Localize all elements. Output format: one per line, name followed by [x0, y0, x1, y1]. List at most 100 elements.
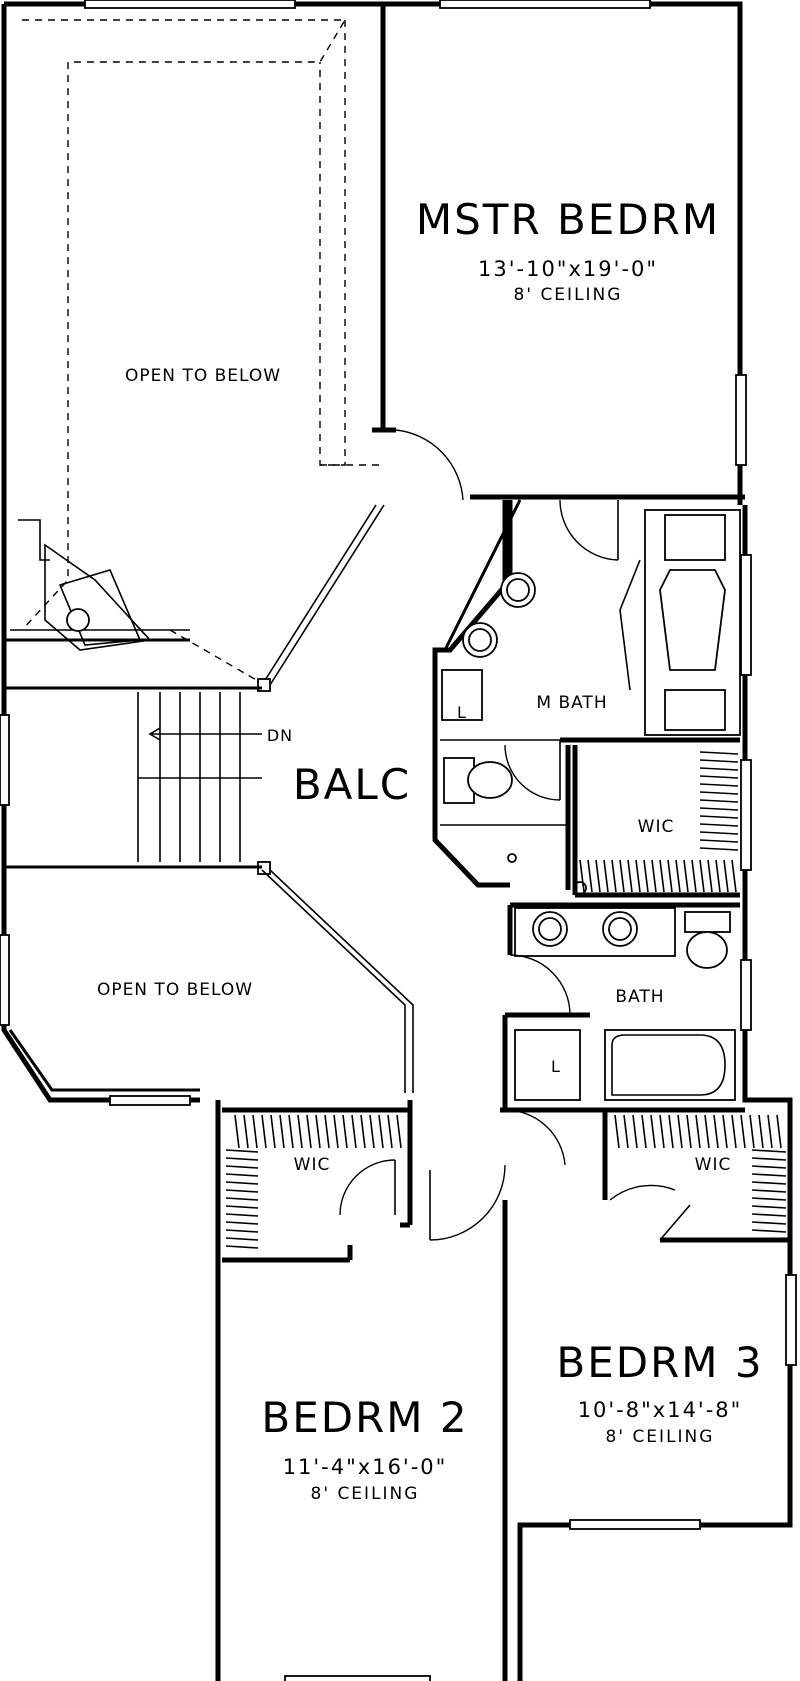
closet-hatch-line	[225, 1245, 259, 1249]
closet-hatch-line	[776, 1114, 782, 1149]
bedroom-3-ceiling: 8' CEILING	[605, 1427, 715, 1447]
closet-hatch-line	[695, 1114, 701, 1149]
closet-hatch-line	[225, 1221, 259, 1225]
closet-hatch-line	[225, 1205, 259, 1209]
closet-hatch-line	[378, 1114, 384, 1149]
closet-hatch-line	[225, 1237, 259, 1241]
closet-hatch-line	[252, 1114, 258, 1149]
closet-hatch-line	[767, 1114, 773, 1149]
closet-hatch-line	[635, 859, 641, 893]
closet-hatch-line	[225, 1197, 259, 1201]
linen-bath-label: L	[551, 1057, 561, 1076]
closet-hatch-line	[740, 1114, 746, 1149]
closet-hatch-line	[297, 1114, 303, 1149]
stair-down-label: DN	[266, 726, 294, 745]
closet-hatch-line	[579, 859, 585, 893]
wic-master-hatch	[579, 751, 739, 893]
master-bedroom-walls	[372, 4, 745, 561]
closet-hatch-line	[234, 1114, 240, 1149]
closet-hatch-line	[675, 859, 681, 893]
closet-hatch-line	[751, 1149, 787, 1153]
closet-hatch-line	[614, 1114, 620, 1149]
balcony-name: BALC	[292, 760, 412, 809]
closet-hatch-line	[288, 1114, 294, 1149]
closet-hatch-line	[731, 859, 737, 893]
closet-hatch-line	[225, 1165, 259, 1169]
closet-hatch-line	[699, 831, 739, 835]
closet-hatch-line	[704, 1114, 710, 1149]
open-to-below-bottom	[8, 1029, 200, 1092]
closet-hatch-line	[225, 1149, 259, 1153]
closet-hatch-line	[225, 1157, 259, 1161]
closet-hatch-line	[360, 1114, 366, 1149]
closet-hatch-line	[324, 1114, 330, 1149]
closet-hatch-line	[611, 859, 617, 893]
master-bath-name: M BATH	[536, 693, 608, 713]
closet-hatch-line	[225, 1189, 259, 1193]
closet-hatch-line	[751, 1181, 787, 1185]
closet-hatch-line	[387, 1114, 393, 1149]
open-to-below-top-label: OPEN TO BELOW	[124, 366, 282, 386]
closet-hatch-line	[667, 859, 673, 893]
closet-hatch-line	[225, 1229, 259, 1233]
hall-bath	[500, 902, 745, 1113]
bedroom-3-name: BEDRM 3	[556, 1338, 764, 1387]
bedroom-2-name: BEDRM 2	[261, 1393, 469, 1442]
wic-bed3-hatch	[614, 1114, 787, 1233]
closet-hatch-line	[751, 1165, 787, 1169]
closet-hatch-line	[270, 1114, 276, 1149]
bedroom-2-dims: 11'-4"x16'-0"	[282, 1455, 448, 1479]
closet-hatch-line	[751, 1205, 787, 1209]
open-to-below-bottom-label: OPEN TO BELOW	[96, 980, 254, 1000]
linen-master-label: L	[457, 703, 467, 722]
closet-hatch-line	[619, 859, 625, 893]
closet-hatch-line	[677, 1114, 683, 1149]
closet-hatch-line	[225, 1213, 259, 1217]
closet-hatch-line	[722, 1114, 728, 1149]
closet-hatch-line	[587, 859, 593, 893]
closet-hatch-line	[723, 859, 729, 893]
hall-bath-name: BATH	[615, 987, 665, 1007]
closet-hatch-line	[749, 1114, 755, 1149]
closet-hatch-line	[396, 1114, 402, 1149]
bedroom-3-dims: 10'-8"x14'-8"	[577, 1398, 743, 1422]
master-bedroom-ceiling: 8' CEILING	[513, 285, 623, 305]
closet-hatch-line	[751, 1157, 787, 1161]
closet-hatch-line	[683, 859, 689, 893]
closet-hatch-line	[225, 1181, 259, 1185]
wic-bed2-label: WIC	[293, 1155, 331, 1175]
closet-hatch-line	[243, 1114, 249, 1149]
open-to-below-top	[2, 4, 380, 686]
closet-hatch-line	[595, 859, 601, 893]
master-bedroom-name: MSTR BEDRM	[415, 195, 721, 244]
closet-hatch-line	[699, 751, 739, 755]
wic-master	[572, 745, 740, 898]
closet-hatch-line	[659, 1114, 665, 1149]
closet-hatch-line	[659, 859, 665, 893]
closet-hatch-line	[731, 1114, 737, 1149]
stairs	[4, 686, 262, 869]
closet-hatch-line	[758, 1114, 764, 1149]
closet-hatch-line	[333, 1114, 339, 1149]
closet-hatch-line	[279, 1114, 285, 1149]
closet-hatch-line	[751, 1221, 787, 1225]
closet-hatch-line	[686, 1114, 692, 1149]
closet-hatch-line	[699, 783, 739, 787]
wic-bed3-label: WIC	[694, 1155, 732, 1175]
closet-hatch-line	[691, 859, 697, 893]
closet-hatch-line	[623, 1114, 629, 1149]
closet-hatch-line	[315, 1114, 321, 1149]
closet-hatch-line	[699, 807, 739, 811]
closet-hatch-line	[650, 1114, 656, 1149]
closet-hatch-line	[699, 791, 739, 795]
closet-hatch-line	[699, 859, 705, 893]
closet-hatch-line	[699, 847, 739, 851]
closet-hatch-line	[751, 1173, 787, 1177]
stair-treads	[159, 692, 241, 862]
wic-bed2-hatch	[225, 1114, 402, 1249]
closet-hatch-line	[632, 1114, 638, 1149]
closet-hatch-line	[707, 859, 713, 893]
closet-hatch-line	[603, 859, 609, 893]
